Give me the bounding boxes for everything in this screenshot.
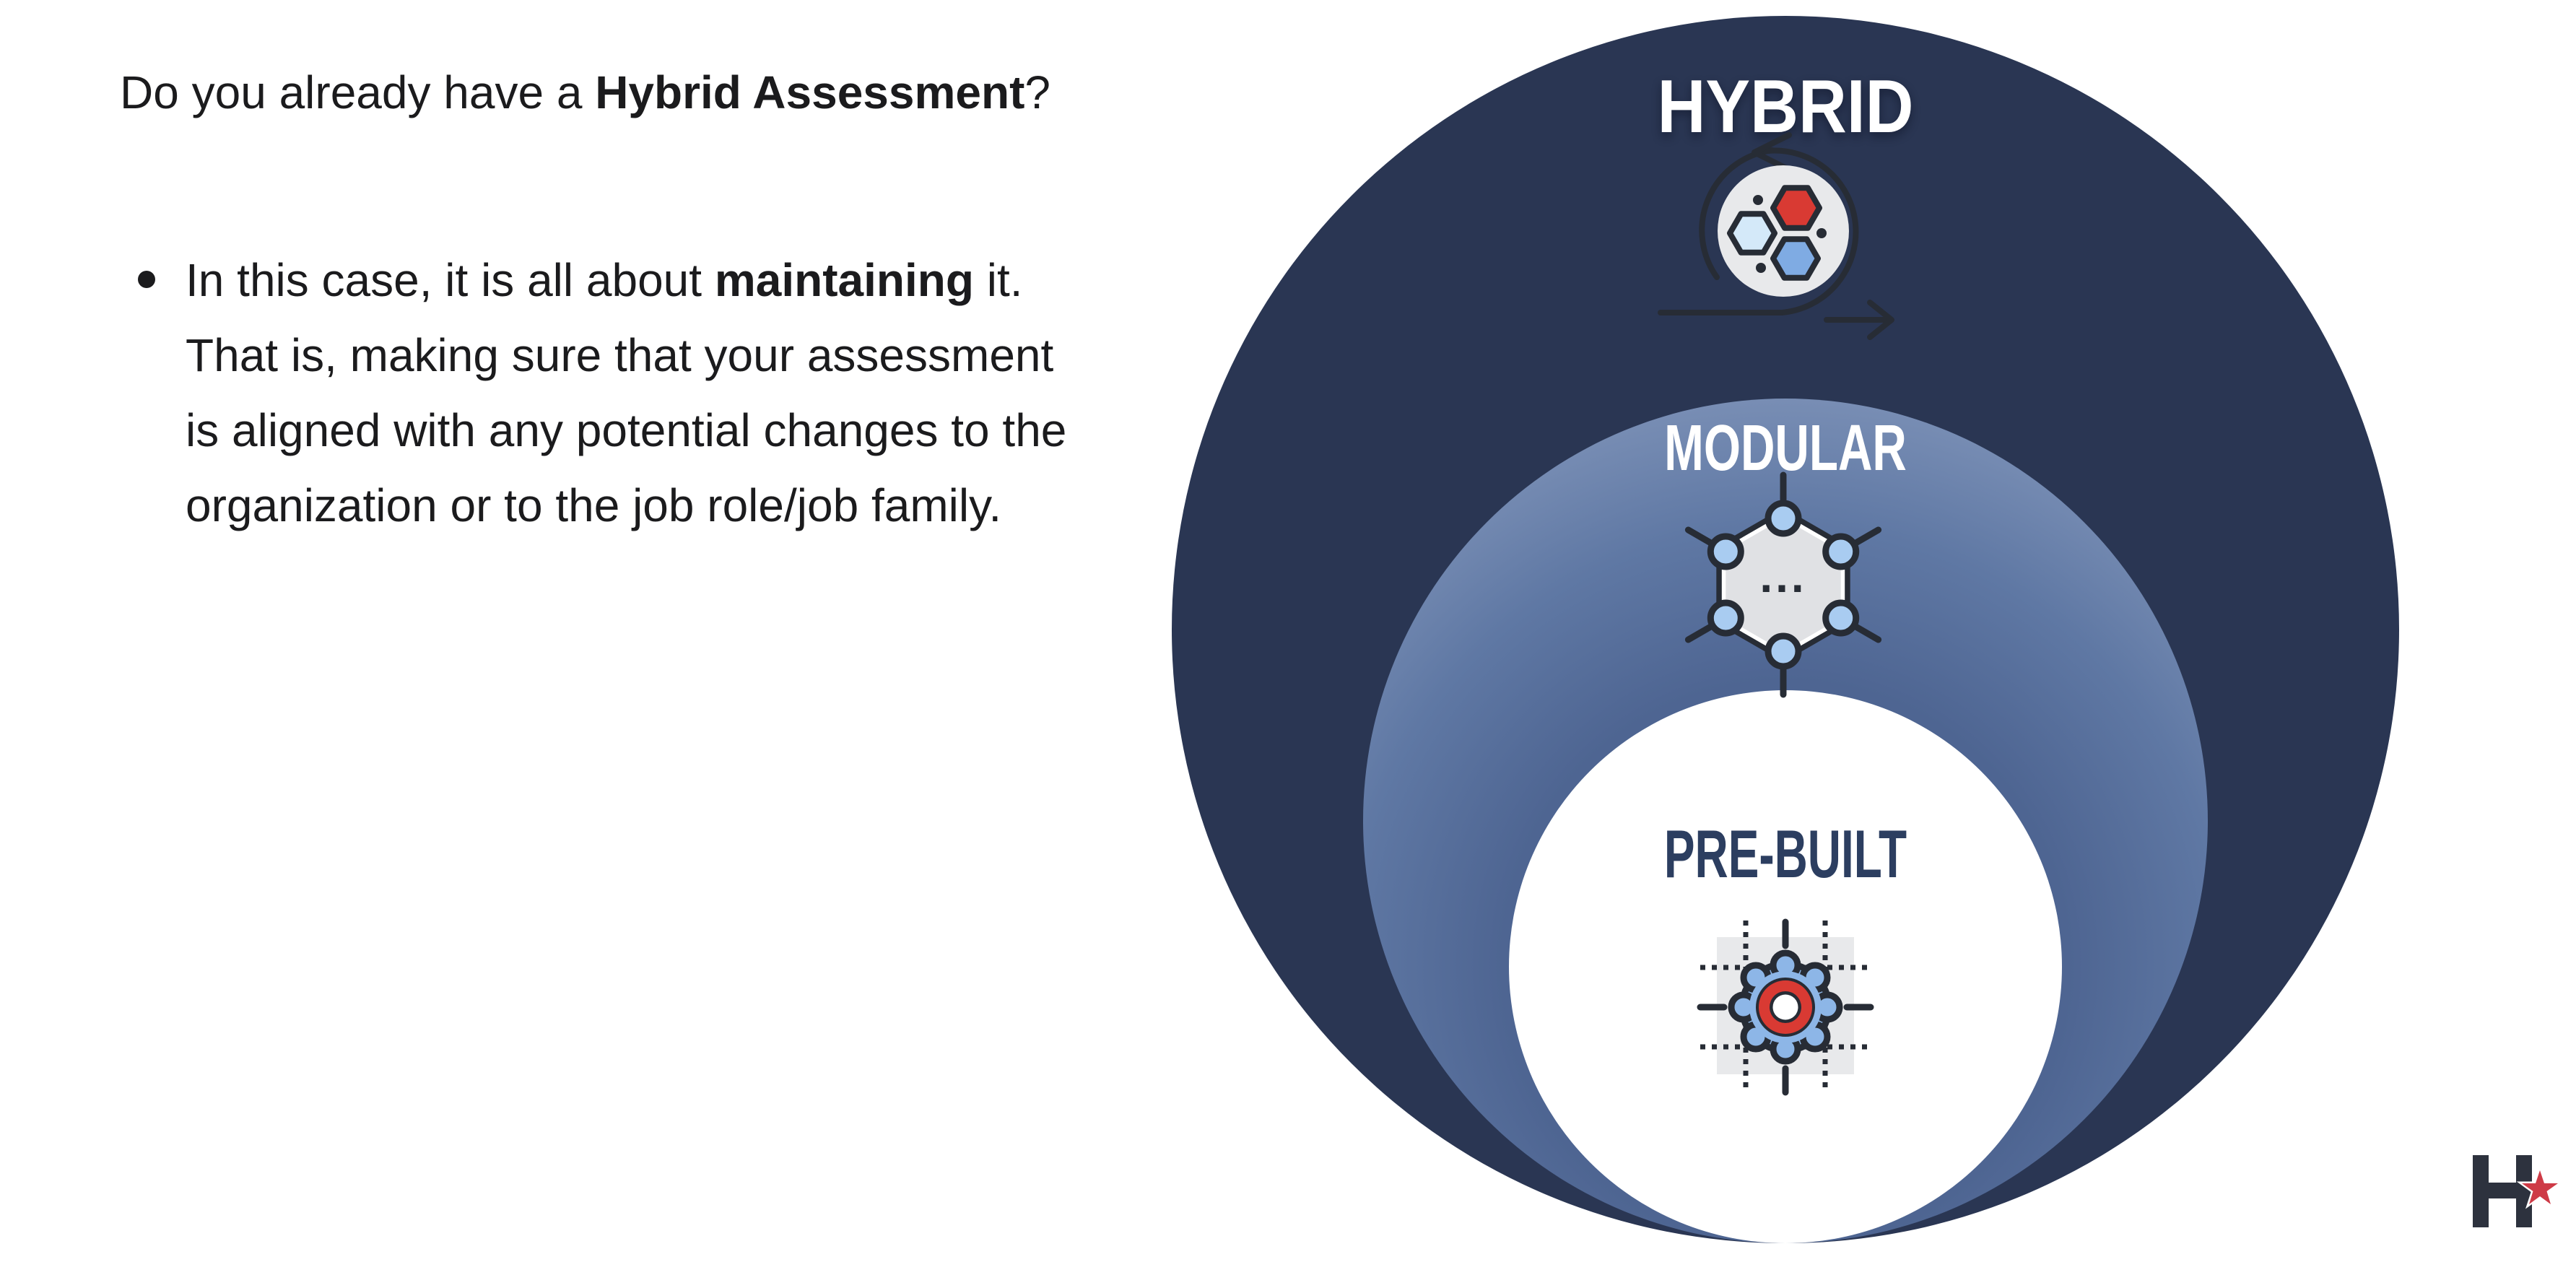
bullet-line: is aligned with any potential changes to…	[186, 404, 1067, 456]
ring-label-prebuilt: PRE-BUILT	[1663, 816, 1907, 892]
bullet-line-text: In this case, it is all about	[186, 254, 715, 306]
title-text: Do you already have a	[120, 66, 596, 118]
sprint-loop-hexagons-icon	[1658, 132, 1894, 340]
page-title: Do you already have a Hybrid Assessment?	[120, 65, 1050, 121]
bullet-marker	[138, 271, 155, 288]
title-question-mark: ?	[1024, 66, 1050, 118]
molecule-ellipsis-text: ...	[1759, 550, 1806, 602]
logo-h-letter	[2473, 1155, 2532, 1227]
bullet-line-text: it.	[973, 254, 1023, 306]
bullet-line: In this case, it is all about maintainin…	[186, 243, 1066, 318]
ring-label-hybrid: HYBRID	[1657, 65, 1914, 149]
bullet-line: organization or to the job role/job fami…	[186, 479, 1002, 531]
ring-label-modular: MODULAR	[1664, 412, 1907, 484]
red-star-icon	[2522, 1170, 2558, 1204]
bullet-item: In this case, it is all about maintainin…	[186, 243, 1066, 543]
molecule-network-icon: ...	[1684, 471, 1882, 698]
bullet-line: That is, making sure that your assessmen…	[186, 329, 1054, 381]
bullet-line-bold-text: maintaining	[714, 254, 974, 306]
brand-logo	[2473, 1155, 2564, 1227]
title-bold-text: Hybrid Assessment	[595, 66, 1025, 118]
gear-blueprint-icon	[1697, 918, 1874, 1096]
